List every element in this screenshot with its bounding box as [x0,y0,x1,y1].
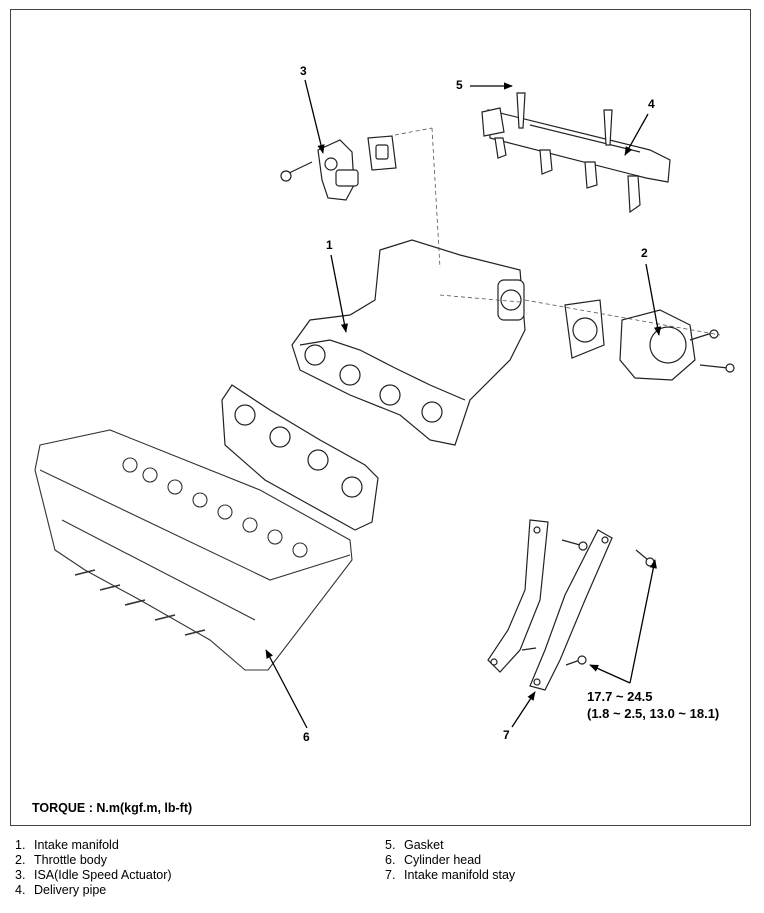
leader-arrows [265,79,662,729]
legend-item: 7. Intake manifold stay [385,868,515,883]
callout-5: 5 [456,78,463,92]
isa-actuator [280,135,397,201]
torque-caption: TORQUE : N.m(kgf.m, lb-ft) [32,801,193,815]
legend-number: 5. [385,838,396,852]
legend-item: 5. Gasket [385,838,515,853]
legend-label: Throttle body [34,853,107,867]
legend-label: Cylinder head [404,853,482,867]
legend-label: Delivery pipe [34,883,107,897]
legend-label: Gasket [404,838,444,852]
callout-6: 6 [303,730,310,744]
cylinder-head [34,429,353,671]
legend-item: 2. Throttle body [15,853,172,868]
callout-3: 3 [300,64,307,78]
callout-7: 7 [503,728,510,742]
legend-label: Intake manifold [34,838,119,852]
alignment-lines [394,127,721,336]
legend-number: 7. [385,868,396,882]
torque-spec: 17.7 ~ 24.5 (1.8 ~ 2.5, 13.0 ~ 18.1) [587,688,719,722]
torque-spec-conversions: (1.8 ~ 2.5, 13.0 ~ 18.1) [587,706,720,721]
legend-number: 2. [15,853,26,867]
legend-number: 4. [15,883,26,897]
callout-4: 4 [648,97,655,111]
legend-left: 1. Intake manifold 2. Throttle body 3. ISA(… [15,838,172,898]
legend-number: 1. [15,838,26,852]
legend-number: 3. [15,868,26,882]
legend-label: Intake manifold stay [404,868,516,882]
intake-manifold-stay [487,519,655,691]
legend-item: 3. ISA(Idle Speed Actuator) [15,868,172,883]
torque-spec-value: 17.7 ~ 24.5 [587,689,653,704]
throttle-body [564,299,735,381]
manifold-gasket [221,384,379,531]
callout-1: 1 [326,238,333,252]
legend-number: 6. [385,853,396,867]
callout-2: 2 [641,246,648,260]
legend-item: 1. Intake manifold [15,838,172,853]
legend-item: 6. Cylinder head [385,853,515,868]
legend-right: 5. Gasket 6. Cylinder head 7. Intake manifo… [385,838,515,883]
intake-manifold [291,239,526,446]
legend-label: ISA(Idle Speed Actuator) [34,868,172,882]
legend-item: 4. Delivery pipe [15,883,172,898]
delivery-pipe [481,92,671,214]
